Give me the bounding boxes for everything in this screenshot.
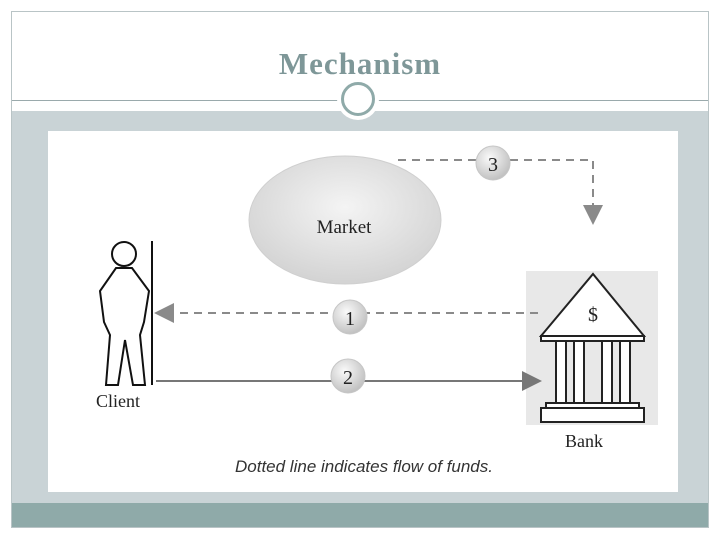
step-2-label: 2 xyxy=(343,367,353,389)
client-label: Client xyxy=(96,391,140,411)
step-3-label: 3 xyxy=(488,154,498,176)
slide-title: Mechanism xyxy=(278,46,442,81)
market-label: Market xyxy=(317,217,373,238)
circle-ornament-ring xyxy=(341,82,375,116)
circle-ornament-icon xyxy=(337,78,379,120)
slide-frame xyxy=(11,11,709,528)
bank-dollar-symbol: $ xyxy=(588,304,598,326)
client-person-icon xyxy=(98,241,153,386)
diagram-caption: Dotted line indicates flow of funds. xyxy=(235,457,493,476)
step-2-badge xyxy=(330,358,366,394)
diagram-canvas: Market 3 Client $ Bank 1 xyxy=(96,145,658,476)
market-node xyxy=(248,155,442,285)
mechanism-diagram: Market 3 Client $ Bank 1 xyxy=(48,131,678,492)
footer-accent-bar xyxy=(12,503,708,527)
step-1-label: 1 xyxy=(345,308,355,330)
bank-building-icon xyxy=(538,272,647,423)
step-3-badge xyxy=(475,145,511,181)
bank-label: Bank xyxy=(565,431,603,451)
step-1-badge xyxy=(332,299,368,335)
